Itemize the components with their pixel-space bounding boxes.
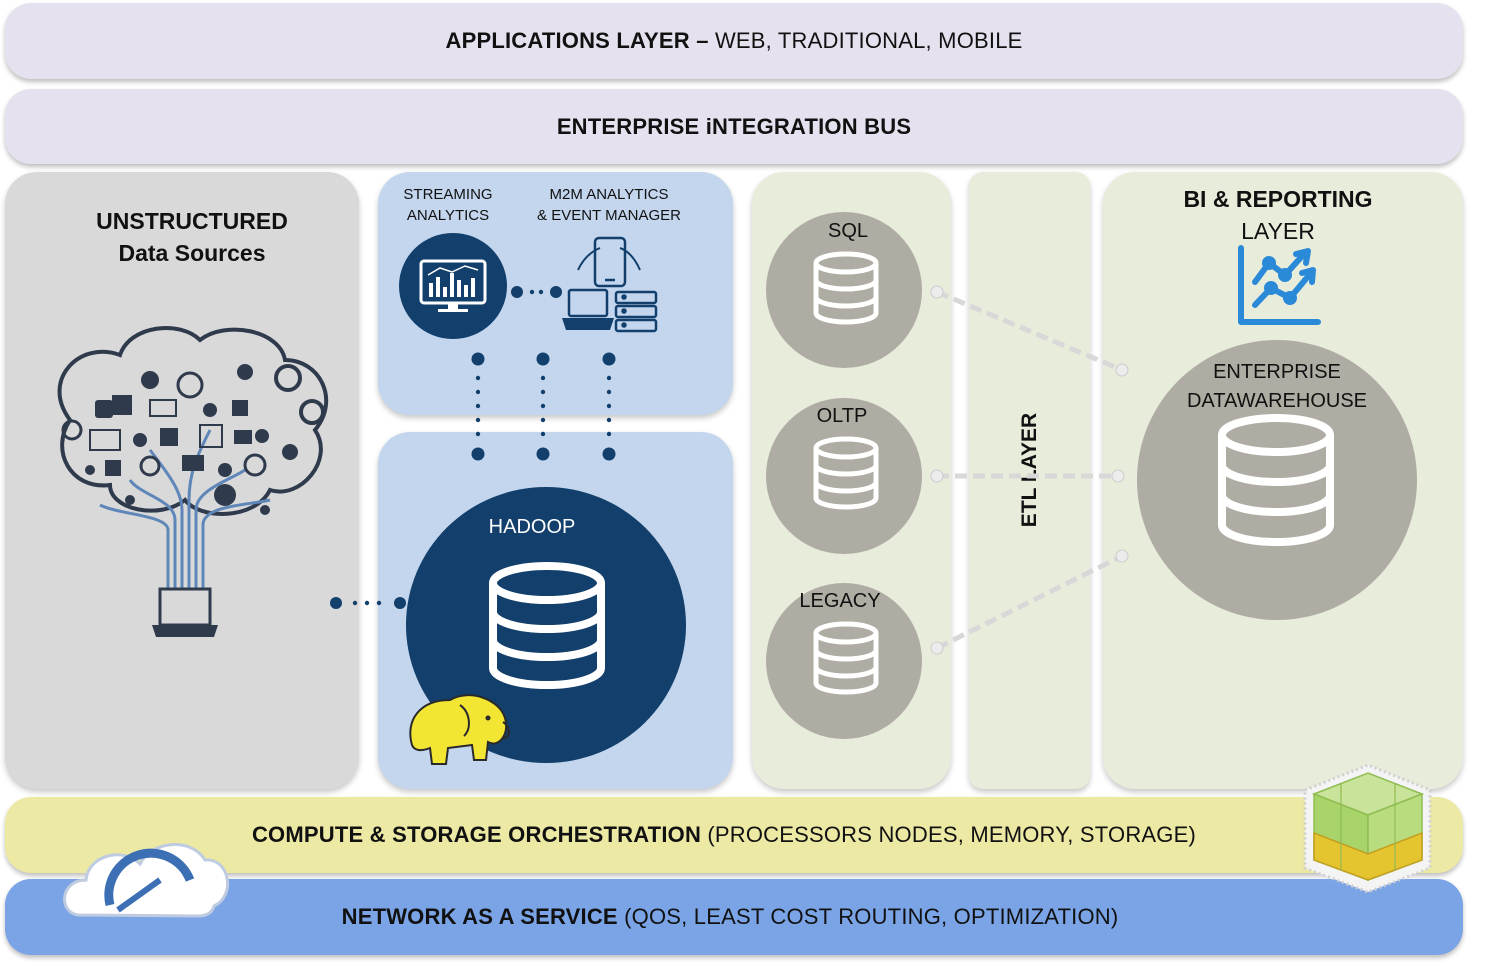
network-cloud-icon [63,843,230,918]
applications-layer-subtitle: WEB, TRADITIONAL, MOBILE [708,28,1023,53]
network-band: NETWORK AS A SERVICE (QOS, LEAST COST RO… [5,879,1463,955]
hadoop-label: HADOOP [488,516,576,538]
oltp-db-icon [813,436,879,510]
sql-db-icon [813,251,879,325]
applications-layer-band: APPLICATIONS LAYER – WEB, TRADITIONAL, M… [5,3,1463,79]
integration-bus-band: ENTERPRISE iNTEGRATION BUS [5,89,1463,164]
compute-subtitle: (PROCESSORS NODES, MEMORY, STORAGE) [701,822,1197,847]
etl-column-panel [969,172,1090,789]
streaming-m2m-connector [511,286,562,298]
m2m-label-line1: M2M ANALYTICS [549,186,669,203]
datawarehouse-label-line2: DATAWAREHOUSE [1186,390,1367,412]
etl-connectors [935,289,1124,651]
unstructured-title: UNSTRUCTURED Data Sources [5,205,379,269]
monitor-chart-icon [419,259,487,312]
datawarehouse-db-icon [1218,414,1334,546]
hadoop-elephant-icon [409,694,510,765]
laptop-icon [152,587,218,637]
compute-storage-band: COMPUTE & STORAGE ORCHESTRATION (PROCESS… [5,797,1463,873]
streaming-label-line2: ANALYTICS [406,207,490,224]
streaming-analytics-label: STREAMING ANALYTICS [388,184,508,226]
bi-line-chart-icon [1238,245,1321,325]
applications-layer-title: APPLICATIONS LAYER – [445,28,709,53]
tree-hadoop-connector [330,597,406,609]
m2m-analytics-label: M2M ANALYTICS & EVENT MANAGER [519,184,699,226]
sql-label: SQL [827,220,869,242]
orchestration-cube-icon [1303,763,1432,894]
analytics-hadoop-connectors [471,352,616,461]
m2m-devices-icon [562,236,658,333]
unstructured-panel [5,172,359,789]
legacy-label: LEGACY [799,590,881,612]
unstructured-title-line1: UNSTRUCTURED [96,208,288,234]
integration-bus-title: ENTERPRISE iNTEGRATION BUS [556,113,912,139]
m2m-label-line2: & EVENT MANAGER [537,207,681,224]
compute-title: COMPUTE & STORAGE ORCHESTRATION [251,822,702,847]
network-subtitle: (QOS, LEAST COST ROUTING, OPTIMIZATION) [617,904,1119,929]
bi-reporting-title: BI & REPORTING LAYER [1138,183,1418,247]
bi-title-line1: BI & REPORTING [1183,186,1373,212]
datawarehouse-label: ENTERPRISE DATAWAREHOUSE [1157,358,1397,416]
network-title: NETWORK AS A SERVICE [341,904,618,929]
hadoop-db-icon [489,562,605,689]
unstructured-tree-icon [57,326,329,637]
bi-title-line2: LAYER [1241,218,1315,244]
unstructured-title-line2: Data Sources [118,240,266,266]
legacy-db-icon [813,621,879,695]
etl-connector-ends [930,285,1129,655]
datawarehouse-label-line1: ENTERPRISE [1213,361,1341,383]
streaming-label-line1: STREAMING [403,186,493,203]
oltp-label: OLTP [816,405,868,427]
